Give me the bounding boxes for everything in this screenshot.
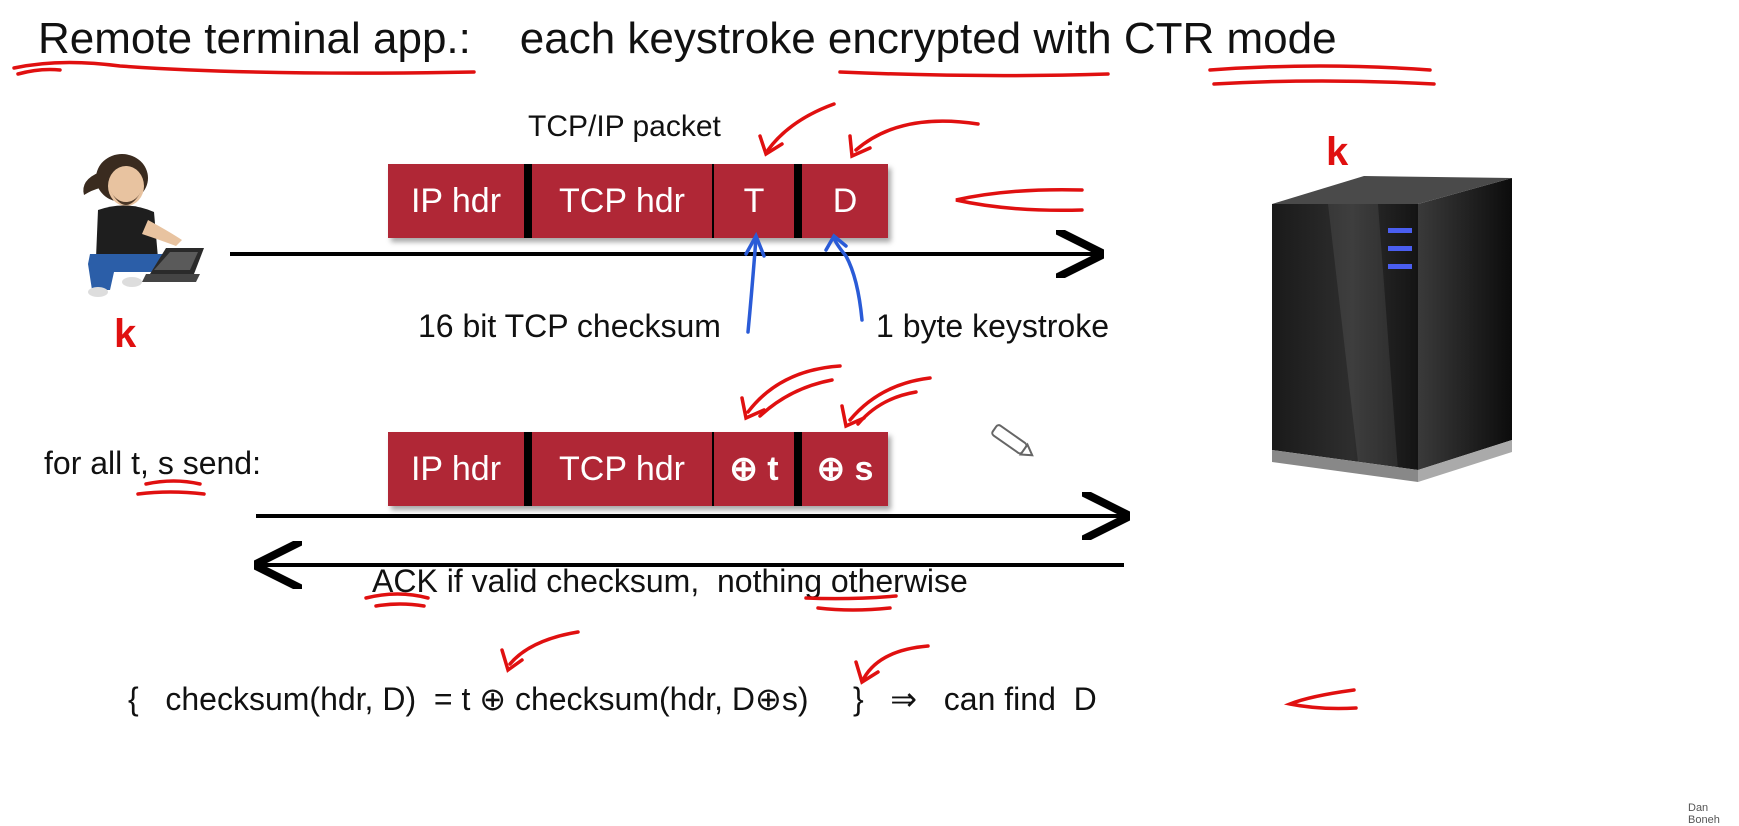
- tcp-hdr-field: TCP hdr: [559, 181, 685, 220]
- field-divider: [794, 432, 802, 506]
- red-annotations: [12, 60, 1436, 711]
- for-all-label: for all t, s send:: [44, 445, 261, 481]
- xor-t-field: ⊕ t: [729, 450, 779, 488]
- ip-hdr-field: IP hdr: [410, 449, 502, 488]
- slide-title: Remote terminal app.: each keystroke enc…: [38, 14, 1337, 63]
- pen-cursor-icon: [991, 424, 1034, 457]
- packet-caption: TCP/IP packet: [528, 110, 721, 143]
- checksum-label: 16 bit TCP checksum: [418, 308, 721, 344]
- field-divider: [524, 164, 532, 238]
- field-divider: [794, 164, 802, 238]
- user-laptop-icon: [83, 154, 204, 297]
- ack-label: ACK if valid checksum, nothing otherwise: [372, 563, 968, 599]
- equation: { checksum(hdr, D) = t ⊕ checksum(hdr, D…: [128, 681, 1097, 717]
- field-divider: [524, 432, 532, 506]
- xor-s-field: ⊕ s: [816, 450, 874, 488]
- key-label-client: k: [114, 312, 137, 356]
- key-label-server: k: [1326, 130, 1349, 174]
- checksum-field: T: [743, 181, 765, 220]
- field-divider: [712, 164, 714, 238]
- server-icon: [1272, 176, 1512, 482]
- keystroke-label: 1 byte keystroke: [876, 308, 1109, 344]
- ip-hdr-field: IP hdr: [410, 181, 502, 220]
- field-divider: [712, 432, 714, 506]
- packet-top: IP hdr TCP hdr T D: [388, 164, 888, 238]
- packet-bottom: IP hdr TCP hdr ⊕ t ⊕ s: [388, 432, 888, 506]
- tcp-hdr-field: TCP hdr: [559, 449, 685, 488]
- keystroke-field: D: [832, 181, 858, 220]
- blue-annotations: [744, 231, 864, 334]
